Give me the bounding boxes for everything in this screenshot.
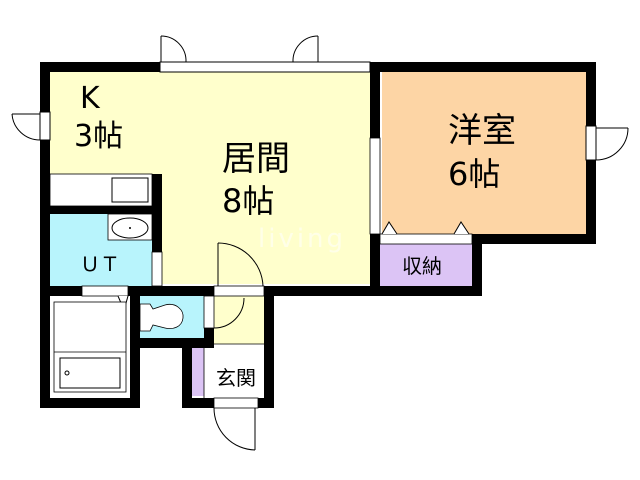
shoe-box (192, 348, 204, 396)
entrance-label: 玄関 (216, 366, 256, 390)
wall-mid-bottom (264, 286, 482, 296)
wall-right-lower (586, 160, 596, 244)
storage-closet (380, 244, 472, 286)
wall-partition-western (370, 62, 380, 138)
western-name-label: 洋室 (448, 111, 516, 151)
kitchen-name-label: K (80, 81, 100, 116)
western-room (382, 72, 586, 234)
entrance-hall (214, 296, 264, 344)
wall-top-right (370, 62, 596, 72)
wall-left-upper (40, 62, 50, 112)
unit-bath-label: ＵＴ (80, 252, 120, 276)
wall-left-lower (40, 140, 50, 408)
wall-toilet-bottom (140, 338, 214, 348)
wall-ut-bottom-2 (128, 286, 214, 296)
wall-top-left (40, 62, 160, 72)
wall-storage-right (472, 234, 482, 296)
living-name-label: 居間 (222, 139, 290, 179)
wall-entrance-left (182, 338, 192, 408)
wall-kitchen-counter-top (50, 206, 162, 214)
living-size-label: 8帖 (222, 182, 275, 220)
storage-label: 収納 (402, 254, 442, 278)
wall-kitchen-side (152, 174, 162, 252)
wall-right-upper (586, 62, 596, 126)
wall-storage-side (370, 234, 380, 296)
wall-ut-bottom (40, 286, 82, 296)
wall-entrance-right (264, 286, 274, 408)
wall-western-bottom (472, 234, 596, 244)
wall-entrance-bottom (182, 398, 214, 408)
wall-bath-right (130, 286, 140, 408)
wall-toilet-door-post (204, 328, 214, 348)
wall-bath-bottom (40, 398, 140, 408)
watermark: living (258, 224, 347, 254)
wall-entrance-bottom-right (258, 398, 274, 408)
entrance-floor (214, 344, 264, 396)
kitchen-size-label: 3帖 (74, 119, 124, 154)
western-size-label: 6帖 (448, 155, 501, 193)
